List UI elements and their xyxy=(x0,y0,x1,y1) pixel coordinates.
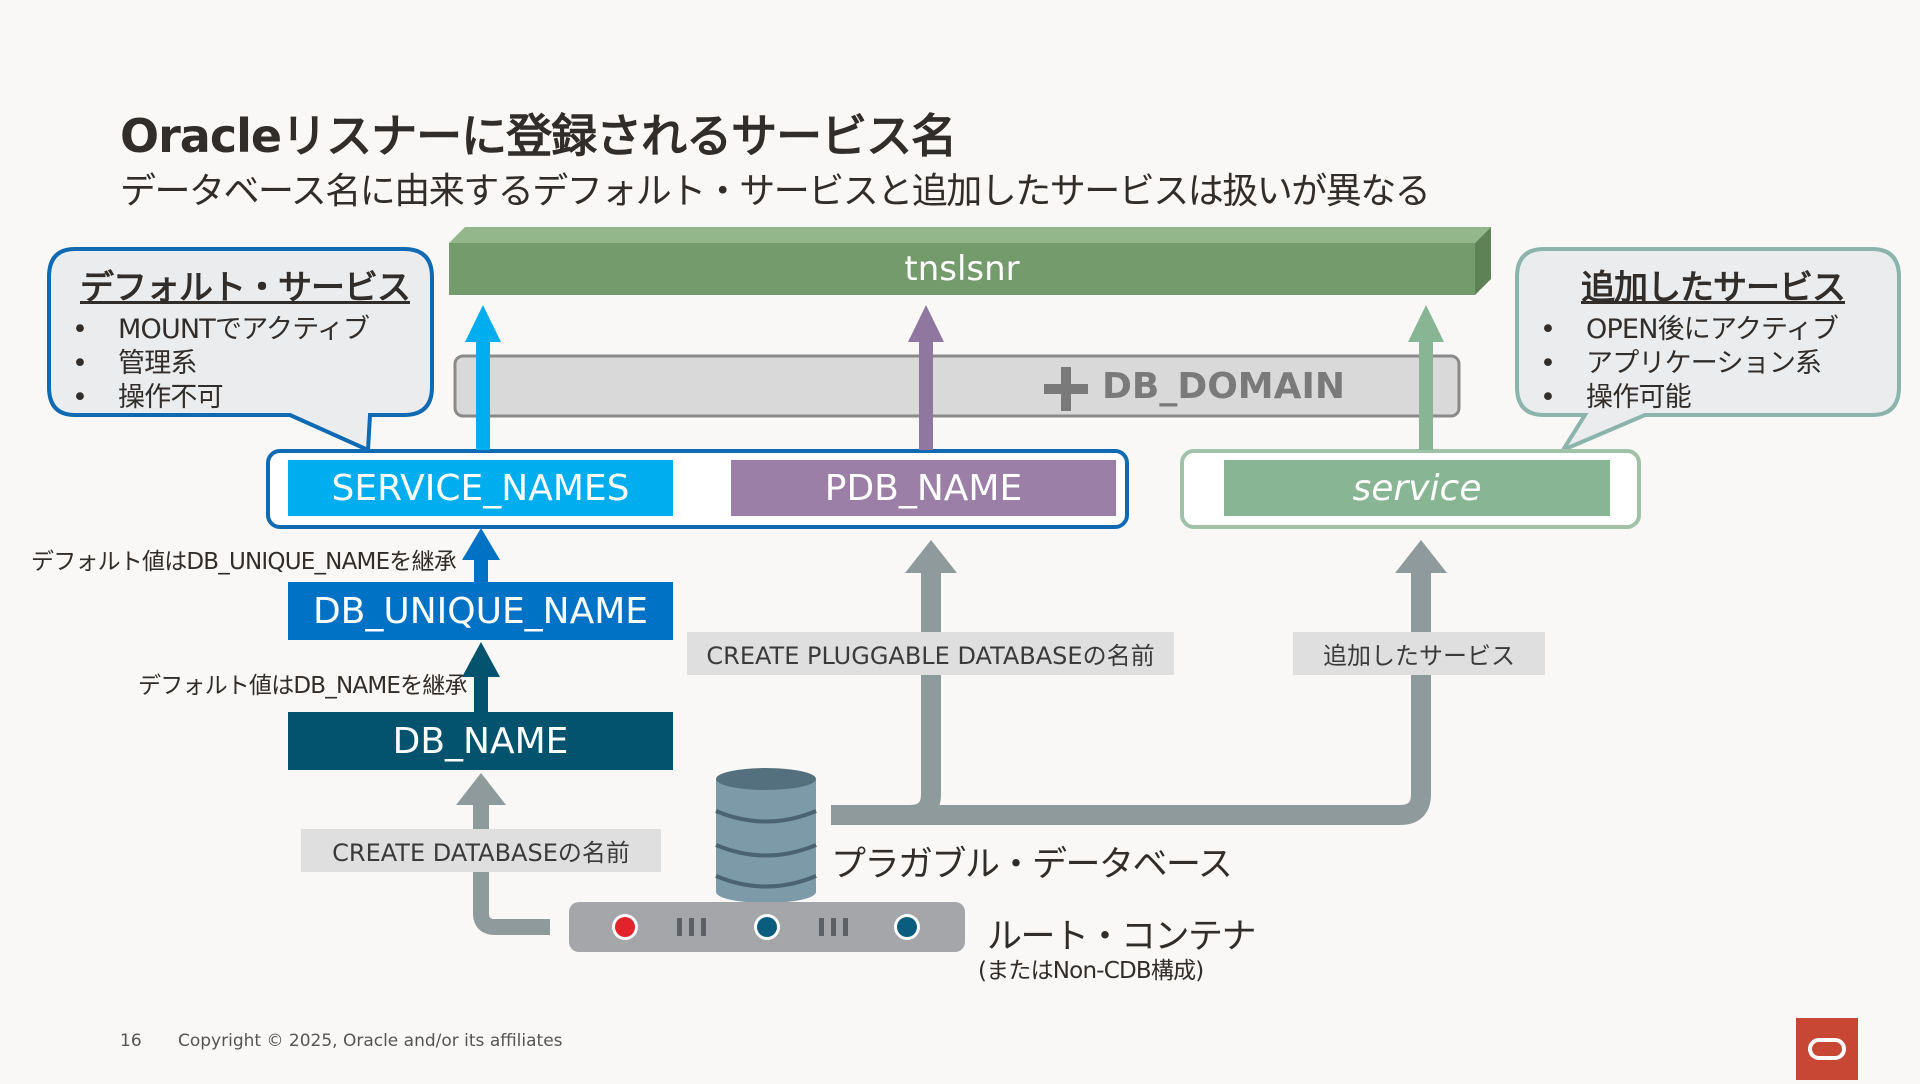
list-item: 管理系 xyxy=(70,347,420,381)
arrow-unique-to-service-names xyxy=(462,528,500,582)
listener-bar-side xyxy=(1475,227,1491,295)
db-name-label: DB_NAME xyxy=(392,720,569,762)
added-service-callout: 追加したサービス OPEN後にアクティブ アプリケーション系 操作可能 xyxy=(1538,260,1888,415)
oracle-logo-icon xyxy=(1808,1038,1846,1060)
db-domain-box xyxy=(453,354,1461,418)
note-inherit-dbname: デフォルト値はDB_NAMEを継承 xyxy=(138,673,468,699)
added-callout-list: OPEN後にアクティブ アプリケーション系 操作可能 xyxy=(1538,313,1888,415)
page-subtitle: データベース名に由来するデフォルト・サービスと追加したサービスは扱いが異なる xyxy=(120,171,1431,212)
default-service-callout: デフォルト・サービス MOUNTでアクティブ 管理系 操作不可 xyxy=(70,260,420,415)
database-icon xyxy=(715,768,817,903)
listener-bar-top xyxy=(449,227,1491,243)
label-added-service: 追加したサービス xyxy=(1293,632,1545,675)
service-bar xyxy=(1224,460,1610,516)
listener-label: tnslsnr xyxy=(904,249,1020,289)
arrow-root-to-dbname-head xyxy=(456,773,506,805)
arrow-root-to-dbname xyxy=(473,800,550,935)
copyright: Copyright © 2025, Oracle and/or its affi… xyxy=(178,1031,563,1051)
db-name-bar xyxy=(288,712,673,770)
label-create-db: CREATE DATABASEの名前 xyxy=(301,829,661,872)
server-icon xyxy=(569,902,965,952)
service-label: service xyxy=(1352,467,1482,509)
list-item: 操作不可 xyxy=(70,381,420,415)
root-caption: ルート・コンテナ xyxy=(987,917,1257,957)
arrow-pdb-to-pdbname xyxy=(831,565,941,825)
note-inherit-unique: デフォルト値はDB_UNIQUE_NAMEを継承 xyxy=(31,549,457,575)
db-unique-name-bar xyxy=(288,582,673,640)
arrow-service-up xyxy=(1408,305,1444,450)
list-item: OPEN後にアクティブ xyxy=(1538,313,1888,347)
arrow-dbname-to-unique xyxy=(462,642,500,712)
oracle-logo xyxy=(1796,1018,1858,1080)
default-callout-title: デフォルト・サービス xyxy=(80,268,411,308)
pdb-name-bar xyxy=(731,460,1116,516)
page-number: 16 xyxy=(120,1031,142,1051)
db-domain-label: DB_DOMAIN xyxy=(1102,366,1346,407)
db-unique-name-label: DB_UNIQUE_NAME xyxy=(312,590,649,632)
pdb-caption: プラガブル・データベース xyxy=(831,845,1233,885)
added-callout-title: 追加したサービス xyxy=(1581,268,1846,308)
default-callout-list: MOUNTでアクティブ 管理系 操作不可 xyxy=(70,313,420,415)
arrow-service-names-up xyxy=(465,305,501,450)
arrow-pdb-to-pdbname-head xyxy=(905,540,957,573)
listener-bar-front xyxy=(449,243,1475,295)
list-item: アプリケーション系 xyxy=(1538,347,1888,381)
label-create-pdb: CREATE PLUGGABLE DATABASEの名前 xyxy=(687,632,1174,675)
list-item: 操作可能 xyxy=(1538,381,1888,415)
service-names-label: SERVICE_NAMES xyxy=(331,467,630,509)
service-names-bar xyxy=(288,460,673,516)
pdb-name-label: PDB_NAME xyxy=(824,467,1023,509)
page-title: Oracleリスナーに登録されるサービス名 xyxy=(120,109,957,163)
plus-icon xyxy=(1044,367,1088,411)
arrow-pdb-to-service-head xyxy=(1395,540,1447,573)
arrow-pdb-to-service xyxy=(900,565,1431,825)
arrow-pdb-up xyxy=(908,305,944,450)
root-subcaption: (またはNon-CDB構成) xyxy=(978,958,1204,984)
list-item: MOUNTでアクティブ xyxy=(70,313,420,347)
